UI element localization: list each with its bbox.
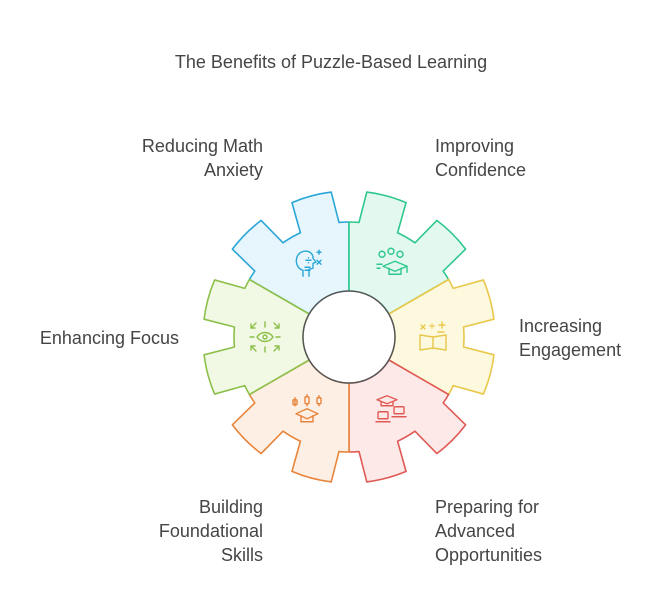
math-book-icon	[419, 321, 447, 351]
label-reducing-math-anxiety: Reducing Math Anxiety	[141, 136, 263, 180]
focus-eye-icon	[249, 321, 281, 353]
skills-cap-icon	[292, 394, 322, 423]
label-building-foundational-skills: Building Foundational Skills	[158, 497, 263, 565]
head-math-icon	[295, 249, 322, 277]
label-preparing-advanced-opportunities: Preparing for Advanced Opportunities	[435, 497, 543, 565]
diagram-title: The Benefits of Puzzle-Based Learning	[174, 52, 488, 72]
label-increasing-engagement: Increasing Engagement	[519, 316, 622, 360]
label-enhancing-focus: Enhancing Focus	[39, 328, 179, 348]
graduate-icon	[376, 247, 408, 275]
gear-hub	[302, 290, 396, 384]
laptops-icon	[375, 395, 407, 423]
label-improving-confidence: Improving Confidence	[435, 136, 527, 180]
